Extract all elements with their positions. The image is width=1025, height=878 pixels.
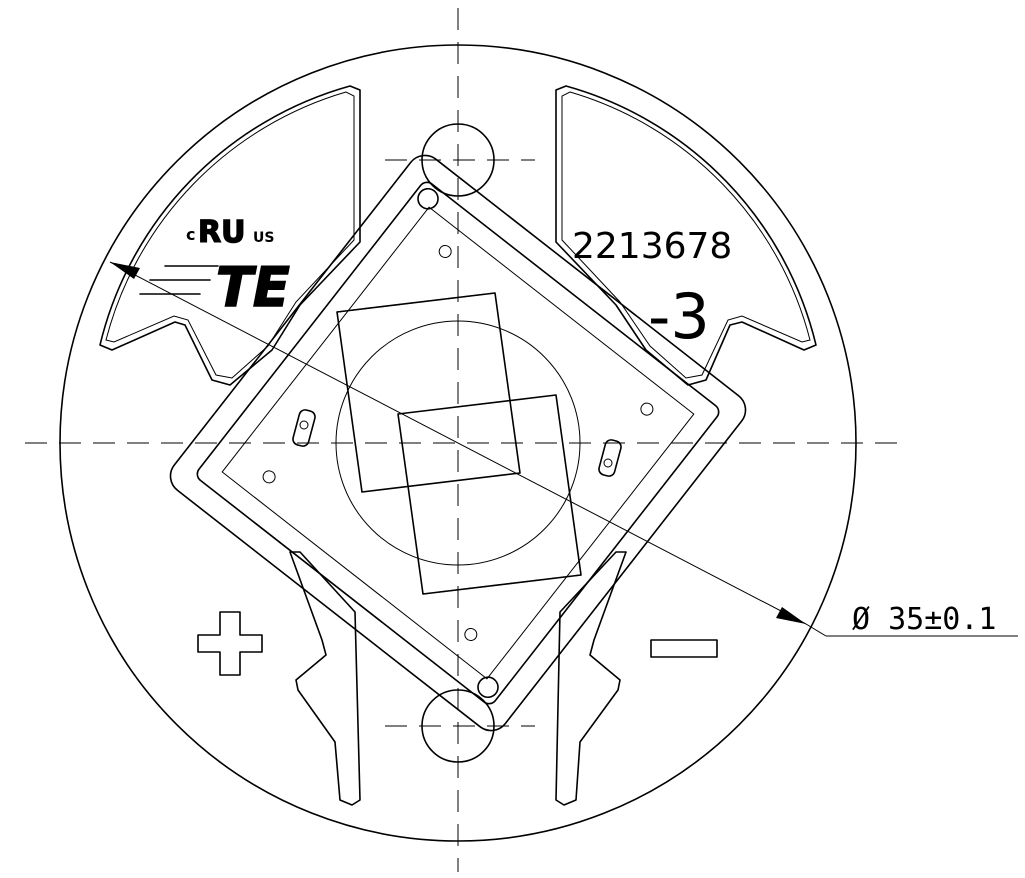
markings: c RU US TE 2213678 -3 xyxy=(139,214,732,676)
polarity-minus-icon xyxy=(650,639,718,658)
dimension-arrow-start xyxy=(110,262,140,279)
left-clip xyxy=(292,409,316,447)
diameter-dimension: Ø 35±0.1 xyxy=(109,261,1018,637)
dimension-label: Ø 35±0.1 xyxy=(852,602,997,637)
leader-line xyxy=(805,623,827,637)
center-lines xyxy=(25,8,900,872)
te-logo-stripes xyxy=(139,265,219,295)
lower-left-slot xyxy=(289,551,361,806)
housing-wall xyxy=(221,206,695,680)
hidden-edge-2 xyxy=(422,574,582,595)
central-emitter-circle xyxy=(335,320,581,566)
side-clips xyxy=(292,409,622,477)
corner-hole-1 xyxy=(417,187,439,210)
hidden-edge-1 xyxy=(336,292,496,313)
lower-right-slot xyxy=(555,551,627,806)
polarity-plus-icon xyxy=(197,611,263,676)
right-clip xyxy=(598,439,622,477)
upper-right-pocket xyxy=(555,85,817,386)
pin-2 xyxy=(640,402,654,416)
led-chip-lower xyxy=(397,394,582,595)
variant-text: -3 xyxy=(648,280,710,353)
top-mounting-hole xyxy=(421,123,495,197)
pin-4 xyxy=(464,627,478,641)
dimension-line xyxy=(109,261,807,625)
dimension-arrow-end xyxy=(776,607,806,624)
upper-left-pocket-inner xyxy=(105,91,355,379)
brand-logo-text: TE xyxy=(216,256,290,319)
part-number-text: 2213678 xyxy=(572,226,732,267)
corner-hole-2 xyxy=(477,676,499,699)
te-logo-lines xyxy=(139,265,219,295)
led-chips xyxy=(336,292,582,595)
led-chip-upper xyxy=(336,292,521,493)
left-clip-pin xyxy=(299,420,309,430)
right-clip-pin xyxy=(603,458,613,468)
rotated-housing xyxy=(169,154,747,732)
pin-3 xyxy=(262,470,276,484)
cert-c-text: c xyxy=(186,225,195,244)
bottom-mounting-hole xyxy=(421,689,495,763)
housing-outer xyxy=(169,154,747,732)
housing-inner xyxy=(196,181,720,705)
cert-us-text: US xyxy=(253,230,274,246)
pin-1 xyxy=(438,245,452,259)
upper-left-pocket xyxy=(99,85,361,386)
upper-right-pocket-inner xyxy=(561,91,811,379)
ur-logo-text: RU xyxy=(198,215,245,250)
outer-body-circle xyxy=(59,44,857,842)
